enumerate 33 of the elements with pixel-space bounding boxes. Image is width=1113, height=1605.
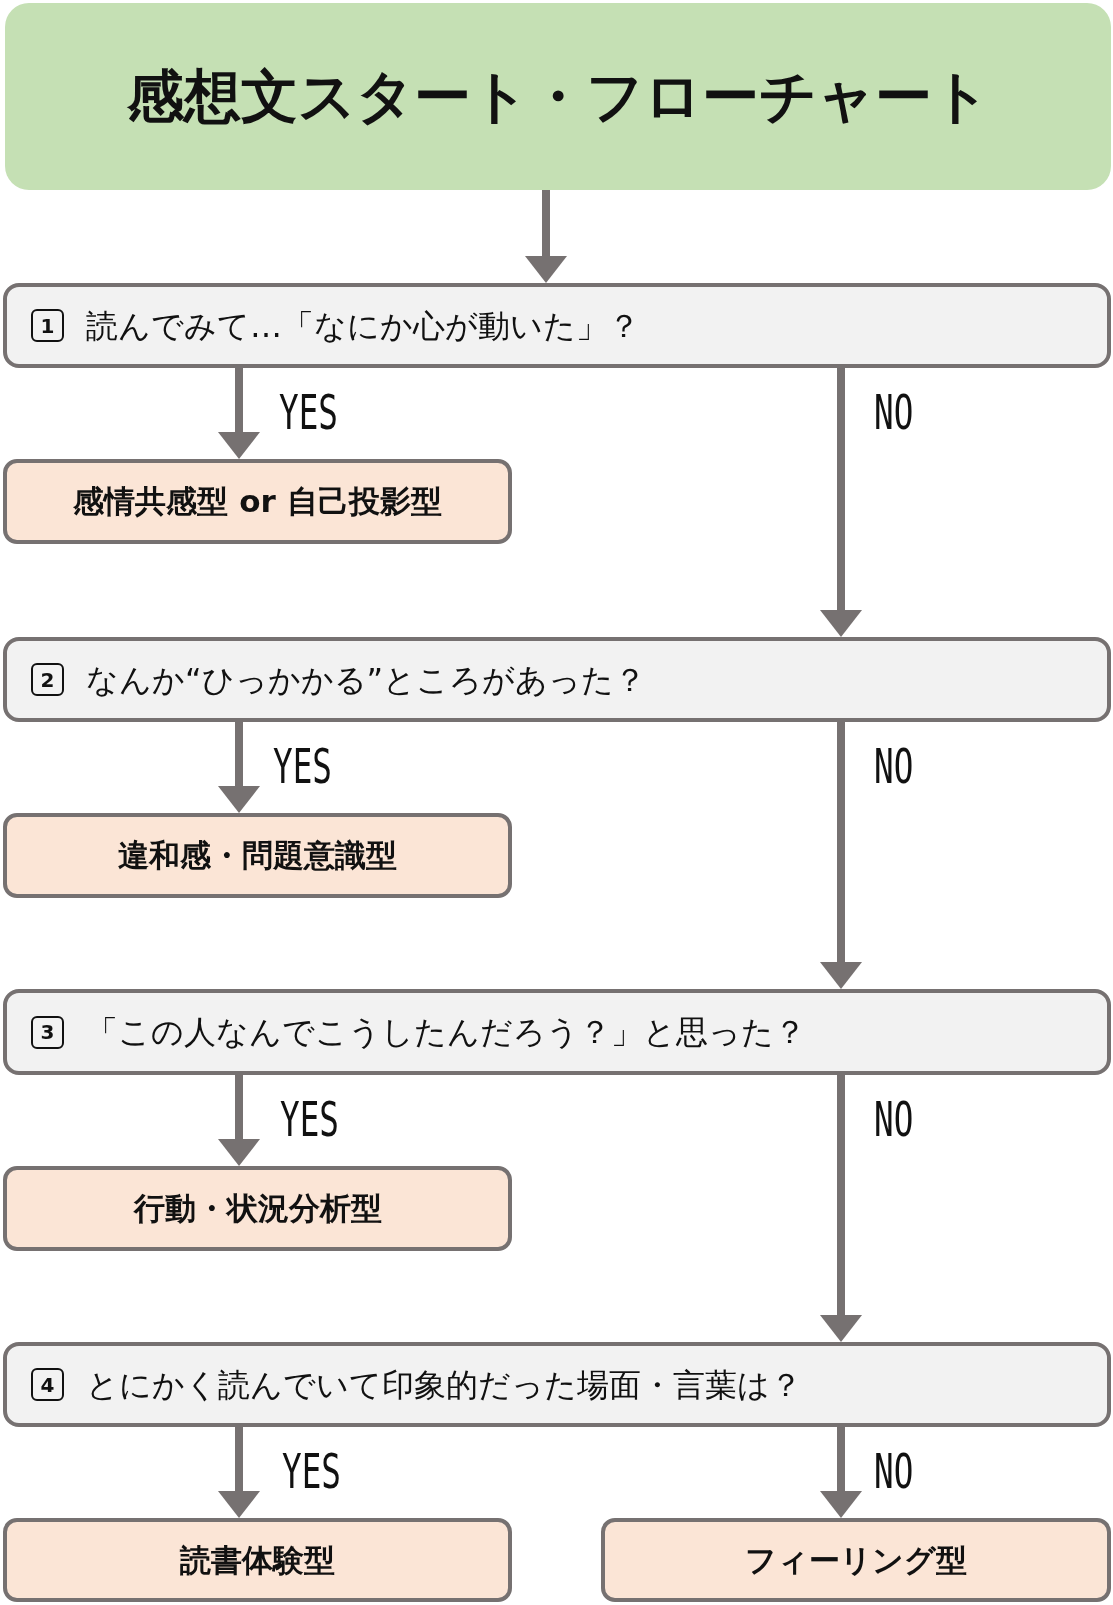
question-text: 「この人なんでこうしたんだろう？」と思った？ — [86, 1012, 806, 1052]
arrow — [218, 722, 260, 813]
question-box — [3, 283, 1111, 368]
result-text: 違和感・問題意識型 — [118, 836, 397, 875]
title-banner — [5, 3, 1111, 190]
question-text: 読んでみて…「なにか心が動いた」？ — [86, 305, 640, 346]
question-box — [3, 1342, 1111, 1427]
step-number: 3 — [31, 1015, 64, 1049]
title-text: 感想文スタート・フローチャート — [126, 62, 990, 131]
step-number: 2 — [31, 663, 64, 696]
question-box — [3, 989, 1111, 1075]
step-number: 1 — [31, 309, 64, 342]
result-text: 読書体験型 — [180, 1540, 335, 1580]
question-text: なんか“ひっかかる”ところがあった？ — [86, 659, 647, 700]
arrow — [218, 368, 260, 459]
result-text: 行動・状況分析型 — [133, 1189, 382, 1228]
result-box — [3, 459, 512, 544]
result-box — [3, 813, 512, 898]
arrow — [820, 722, 862, 989]
arrow — [218, 1427, 260, 1518]
result-text: フィーリング型 — [745, 1540, 967, 1580]
result-box — [601, 1518, 1111, 1602]
question-text: とにかく読んでいて印象的だった場面・言葉は？ — [86, 1364, 802, 1405]
step-number: 4 — [31, 1368, 64, 1401]
question-box — [3, 637, 1111, 722]
result-box — [3, 1166, 512, 1251]
arrow — [820, 368, 862, 637]
arrow — [218, 1075, 260, 1166]
arrow — [820, 1427, 862, 1518]
arrow — [820, 1075, 862, 1342]
result-text: 感情共感型 or 自己投影型 — [73, 482, 442, 521]
result-box — [3, 1518, 512, 1602]
arrow — [525, 190, 567, 283]
